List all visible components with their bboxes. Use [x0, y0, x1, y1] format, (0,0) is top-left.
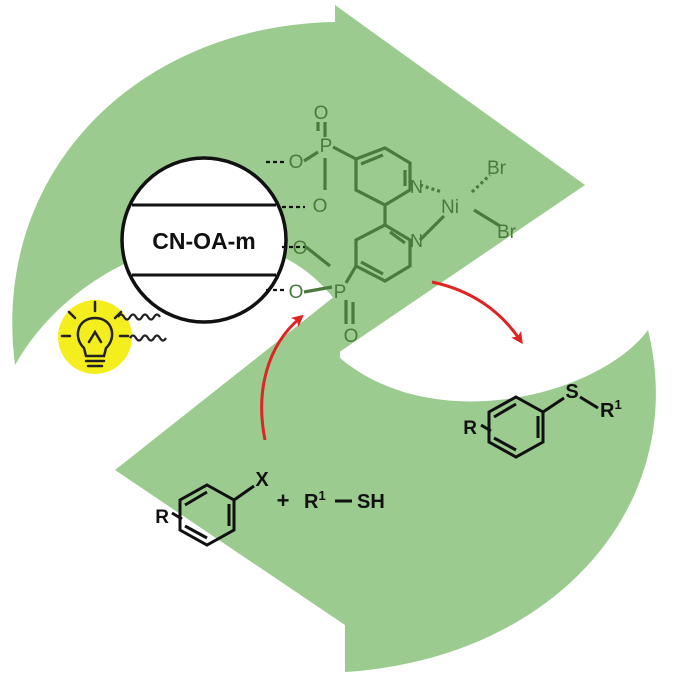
- ni-bipyridine-complex: [303, 122, 501, 324]
- cycle-arrow-upper: [12, 5, 586, 365]
- product-aryl-thioether: R S R1: [463, 381, 622, 459]
- atom-o-3: O: [293, 238, 308, 259]
- energy-transfer-lines: [117, 313, 167, 342]
- atom-p-bottom: P: [334, 282, 347, 303]
- reactant-to-catalyst-arrow: [260, 314, 304, 441]
- atom-n-top: N: [410, 177, 423, 197]
- anchor-bonds: [266, 160, 305, 292]
- cn-oa-m-support: CN-OA-m: [120, 156, 288, 324]
- reactant-r-label: R: [155, 507, 169, 528]
- atom-o-carbonyl-bottom: O: [344, 326, 359, 347]
- reactant-aryl-halide: R X: [155, 469, 269, 547]
- catalyst-to-product-arrow: [431, 280, 523, 345]
- reactant-thiol: R1 SH: [304, 488, 385, 513]
- atom-p-top: P: [320, 136, 333, 157]
- support-label: CN-OA-m: [152, 228, 256, 254]
- product-r1-label: R1: [600, 397, 622, 422]
- complex-atom-labels: O P O O N Ni Br Br N O O P O: [289, 103, 517, 347]
- lightbulb-icon: [58, 300, 132, 374]
- atom-o-2: O: [313, 196, 328, 217]
- atom-o-carbonyl-top: O: [314, 103, 329, 124]
- atom-o-4: O: [289, 282, 304, 303]
- thiol-sh-label: SH: [357, 491, 385, 513]
- plus-sign: +: [277, 488, 290, 513]
- cycle-arrow-lower: [115, 292, 656, 672]
- atom-br-right: Br: [497, 222, 517, 243]
- product-r-label: R: [463, 418, 477, 439]
- reactant-x-label: X: [255, 469, 269, 491]
- atom-ni: Ni: [441, 197, 459, 218]
- product-s-label: S: [565, 381, 578, 403]
- atom-br-top: Br: [487, 158, 507, 179]
- thiol-r1-label: R1: [304, 488, 326, 513]
- atom-o-1: O: [289, 152, 304, 173]
- atom-n-bottom: N: [410, 231, 423, 251]
